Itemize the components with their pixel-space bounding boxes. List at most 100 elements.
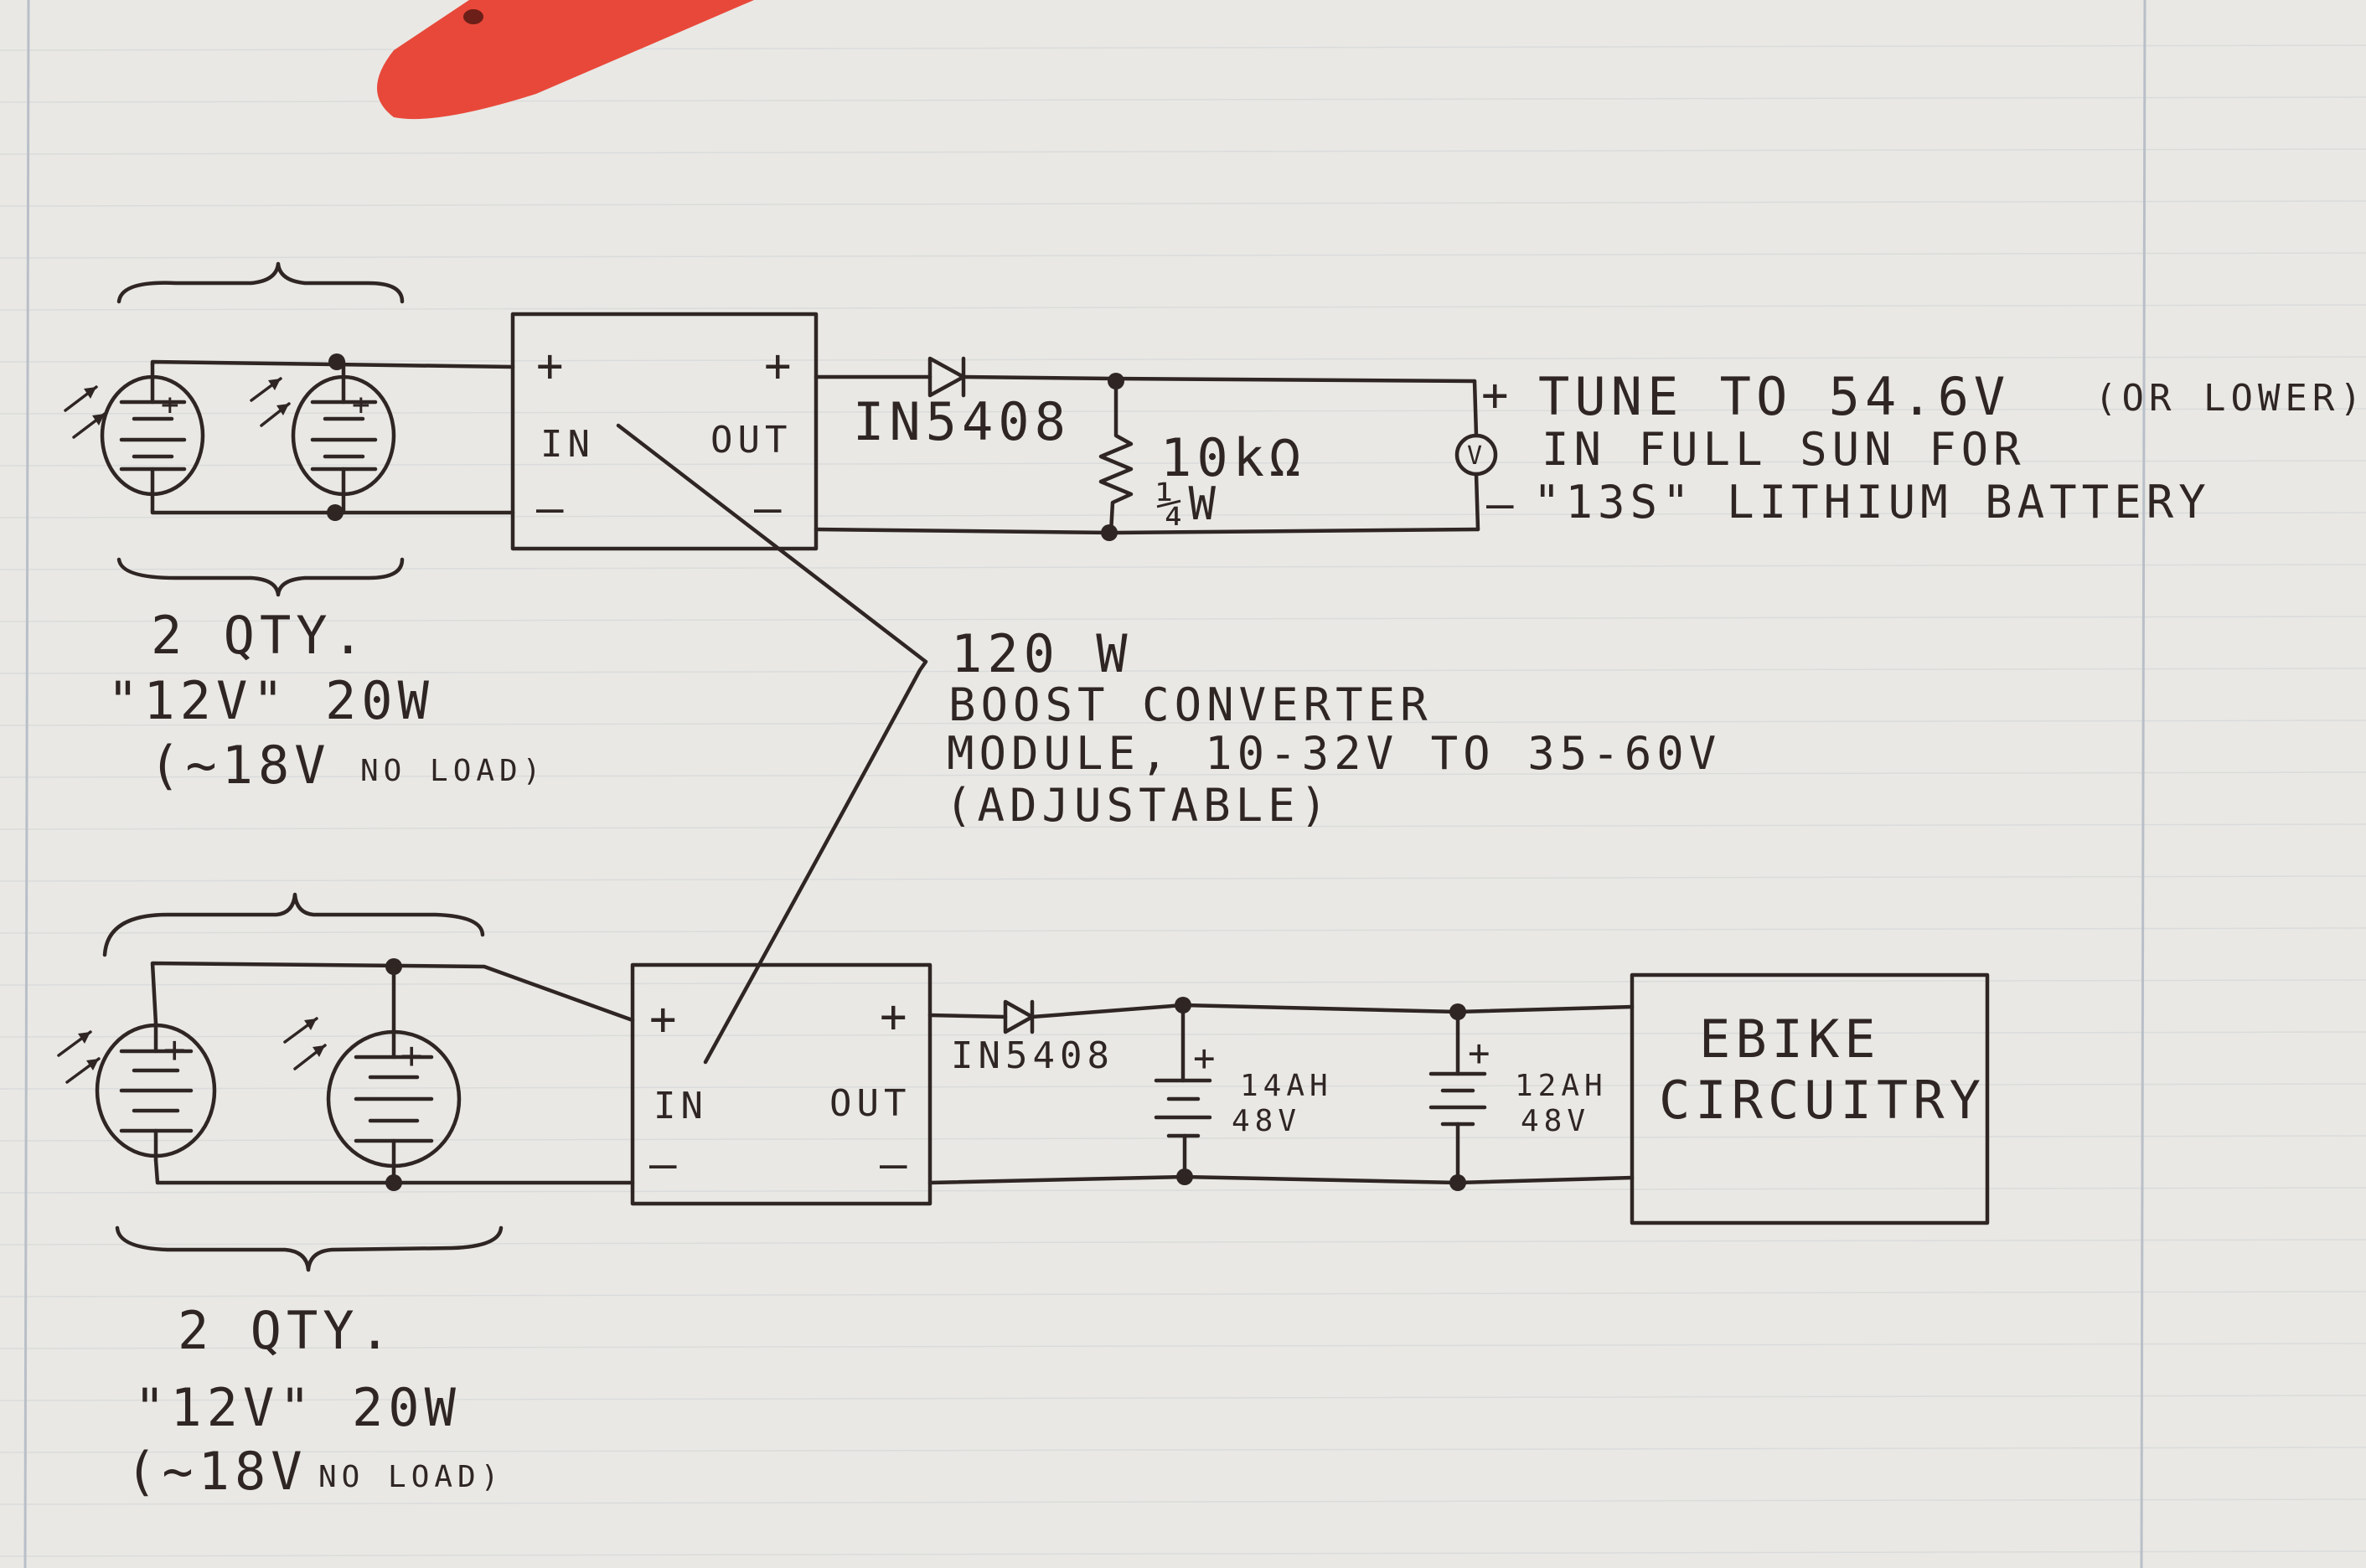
ruling-line [0,875,2366,882]
top-voltmeter-icon: V [1454,433,1498,477]
bottom-panels-no-load-small: NO LOAD) [318,1460,504,1494]
ruling-line [0,616,2366,622]
ruling-line [0,1550,2366,1557]
svg-text:+: + [400,1034,428,1077]
top-converter-in-plus: + [536,339,569,392]
ruling-line [0,356,2366,363]
converter-callout-leader [616,423,928,1065]
svg-text:+: + [1193,1037,1221,1080]
ruling-line [0,1447,2366,1453]
ebike-label-line-1: EBIKE [1699,1008,1881,1070]
converter-callout: 120 W BOOST CONVERTER MODULE, 10-32V TO … [616,423,1721,1065]
ruling-line [0,1343,2366,1349]
bottom-boost-converter-box [630,962,932,1206]
tuning-note-line-1: TUNE TO 54.6V [1538,366,2010,427]
top-panels-brace-upper [116,261,405,304]
paper-margin-line-right [2140,0,2146,1568]
top-converter-out-plus: + [764,339,797,392]
top-boost-converter-box [510,312,819,551]
top-panels-negative-bus [150,508,515,515]
top-converter-out-minus: – [754,482,787,534]
ruling-line [0,1395,2366,1401]
converter-note-line-4: (ADJUSTABLE) [945,779,1332,832]
bottom-junction-dot [385,1174,402,1191]
red-marker-cap [377,0,754,120]
bottom-panels-positive-bus [150,961,635,1026]
top-converter-out-label: OUT [710,419,792,462]
bottom-diode-label: IN5408 [951,1034,1114,1077]
top-panels-brace-lower [116,557,405,597]
bottom-converter-in-plus: + [649,993,682,1045]
bottom-panels-brace-upper [102,892,485,957]
bottom-converter-in-label: IN [653,1085,708,1127]
ruling-line [0,1083,2366,1090]
top-junction-dot [327,504,344,521]
battery-12ah-icon: + [1428,1009,1496,1185]
converter-note-line-3: MODULE, 10-32V TO 35-60V [947,727,1721,780]
top-panel-1-light-arrows-icon [64,385,106,439]
bottom-panels-brace-lower [115,1225,504,1272]
bottom-panel-2-light-arrows-icon [283,1017,327,1070]
svg-text:+: + [161,388,184,422]
bottom-panels-no-load-main: (~18V [126,1441,307,1502]
svg-text:+: + [163,1029,191,1071]
ruling-line [0,460,2366,467]
top-solar-panel-2: + [291,362,396,513]
battery-14ah-voltage: 48V [1232,1104,1301,1138]
bottom-panels-rating: "12V" 20W [134,1377,461,1438]
ruling-line [0,771,2366,778]
ruling-line [0,304,2366,311]
bottom-panels-negative-bus [153,1158,635,1185]
ruling-line [0,668,2366,674]
top-circuit: + + [64,261,2366,796]
svg-text:+: + [1468,1032,1496,1075]
battery-14ah-icon: + [1154,1003,1221,1179]
svg-text:+: + [352,388,375,422]
ruling-line [0,1291,2366,1297]
top-panels-qty: 2 QTY. [151,605,369,666]
ruling-line [0,44,2366,51]
ruling-line [0,148,2366,155]
bottom-converter-out-minus: – [880,1137,912,1190]
bottom-converter-in-minus: – [649,1137,682,1190]
top-panels-no-load-small: NO LOAD) [360,754,545,788]
top-resistor-value: 10kΩ [1160,427,1305,488]
bottom-output-negative-line [927,1174,1635,1185]
top-panels-rating: "12V" 20W [107,670,434,731]
top-panels-no-load-main: (~18V [149,735,331,796]
ebike-label-line-2: CIRCUITRY [1659,1070,1986,1131]
battery-12ah-capacity: 12AH [1515,1069,1608,1103]
bottom-output-positive-line [927,1013,1008,1019]
paper-margin-line [23,0,30,1568]
battery-14ah-capacity: 14AH [1240,1069,1333,1103]
ruling-line [0,564,2366,570]
converter-note-line-2: BOOST CONVERTER [948,678,1433,731]
bottom-panels-qty: 2 QTY. [178,1300,395,1361]
ruling-line [0,200,2366,207]
converter-note-line-1: 120 W [951,623,1133,684]
tuning-note-line-2: IN FULL SUN FOR [1542,423,2026,476]
top-resistor-icon [1098,379,1134,535]
ruling-line [0,720,2366,726]
ruling-line [0,1498,2366,1505]
top-voltmeter-minus: – [1486,477,1519,530]
ruling-line [0,408,2366,415]
bottom-junction-dot [385,958,402,975]
ruling-line [0,512,2366,518]
top-resistor-power: ¼W [1156,477,1221,530]
top-voltmeter-plus: + [1481,369,1514,421]
ruling-line [0,927,2366,934]
ruling-line [0,1239,2366,1246]
top-junction-dot [328,353,345,370]
ruling-line [0,823,2366,830]
bottom-panel-1-light-arrows-icon [57,1030,101,1084]
ebike-circuitry-box [1630,972,1990,1225]
bottom-solar-panel-2: + [326,969,462,1184]
tuning-note-paren: (OR LOWER) [2095,377,2366,420]
tuning-note-line-3: "13S" LITHIUM BATTERY [1533,476,2211,529]
top-converter-in-label: IN [540,423,595,466]
top-diode-label: IN5408 [853,391,1071,452]
svg-text:V: V [1467,441,1487,471]
